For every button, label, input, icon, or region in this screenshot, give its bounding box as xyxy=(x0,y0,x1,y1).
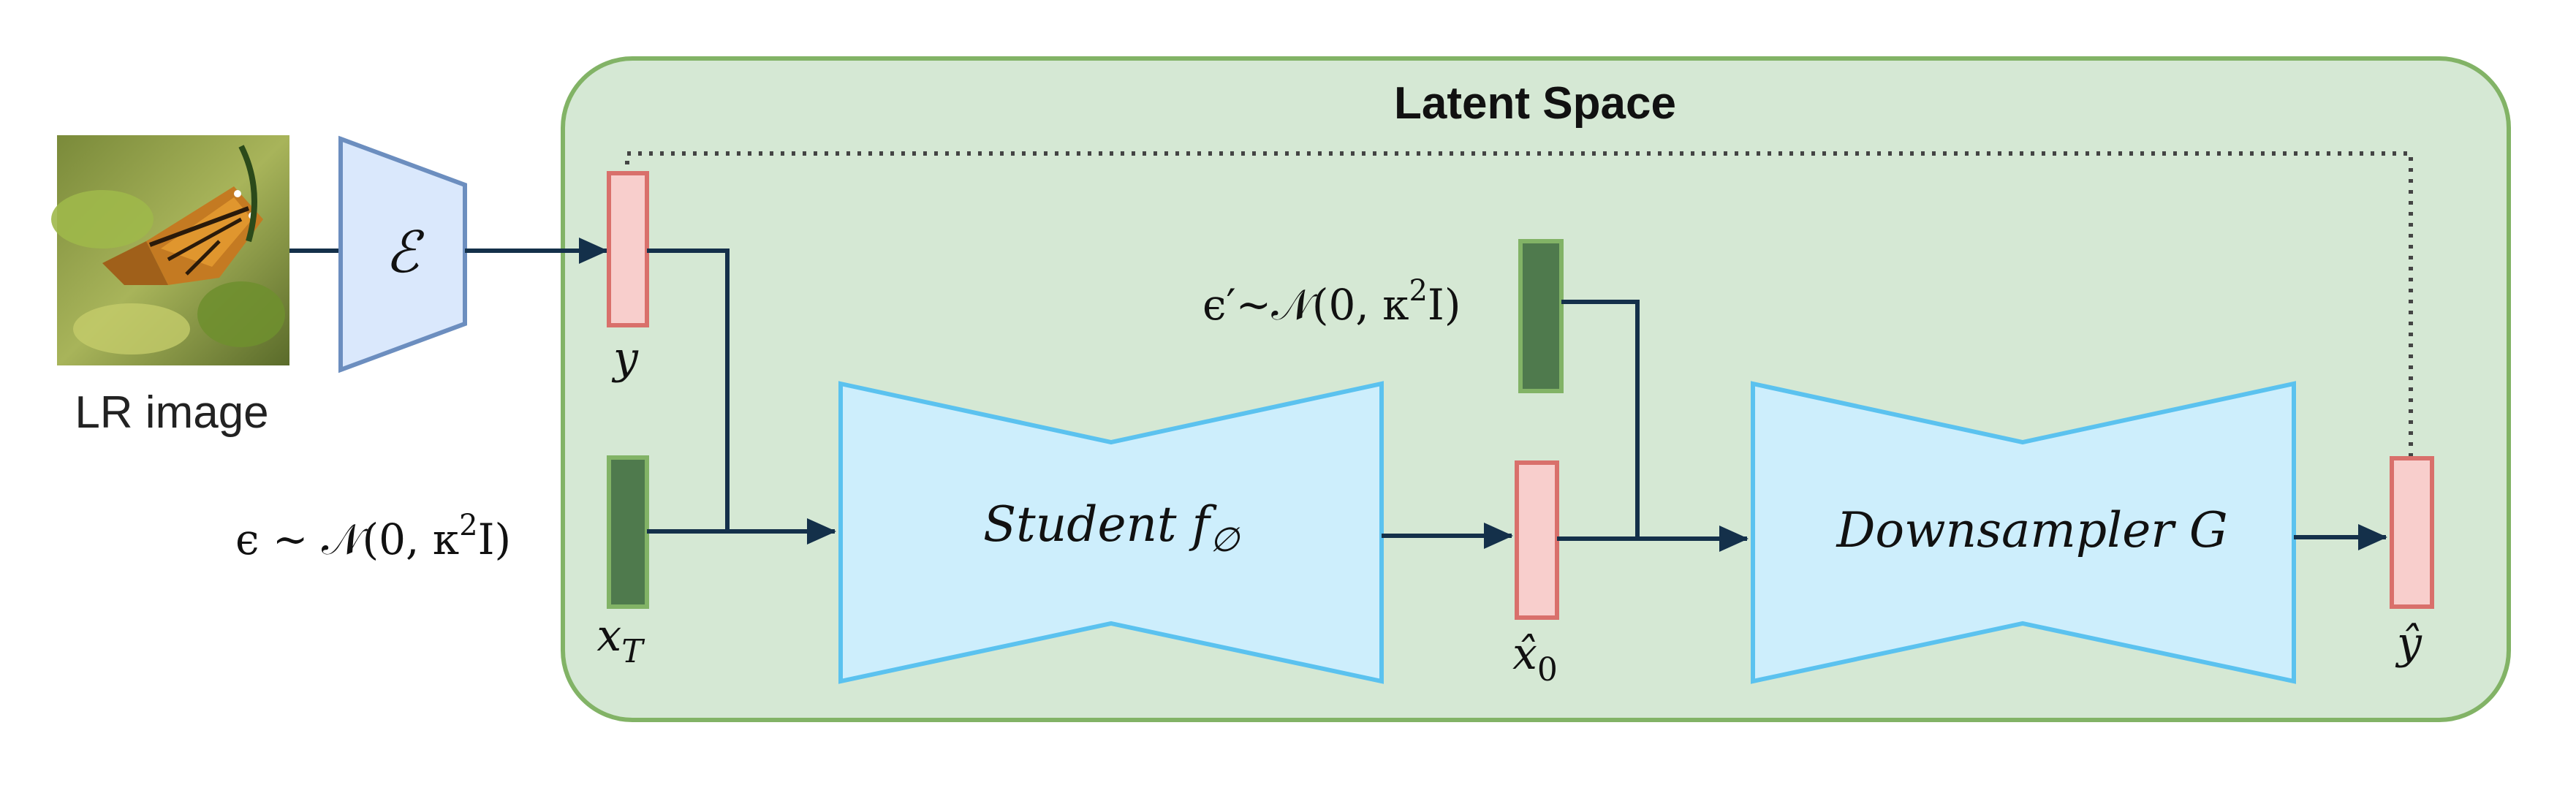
encoder-symbol: ℰ xyxy=(384,220,425,286)
lr-image xyxy=(51,135,289,365)
eps-prime-bar xyxy=(1518,239,1564,393)
eps-noise-label: ϵ ~ 𝒩(0, κ2I) xyxy=(235,509,511,564)
eps-prime-to-downsampler-line xyxy=(1561,300,1640,539)
x0hat-latent-bar xyxy=(1515,460,1559,620)
y-to-student-line xyxy=(647,249,730,531)
y-latent-bar xyxy=(607,171,649,327)
downsampler-network xyxy=(1751,381,2296,684)
lr-image-caption: LR image xyxy=(75,387,268,438)
downsampler-label: Downsampler G xyxy=(1836,502,2227,558)
x0hat-label: x̂0 xyxy=(1512,629,1558,689)
xt-latent-bar xyxy=(607,455,649,609)
y-label: y xyxy=(611,333,639,384)
eps-prime-label: ϵ′~𝒩(0, κ2I) xyxy=(1202,274,1461,330)
dotted-feedback-line xyxy=(625,151,2413,457)
yhat-label: ŷ xyxy=(2395,618,2422,669)
xt-label: xT xyxy=(596,610,645,670)
student-label: Student f∅ xyxy=(983,496,1240,559)
latent-space-title: Latent Space xyxy=(1394,78,1676,129)
yhat-latent-bar xyxy=(2390,456,2434,609)
encoder-block xyxy=(338,135,467,373)
student-network xyxy=(838,381,1384,684)
